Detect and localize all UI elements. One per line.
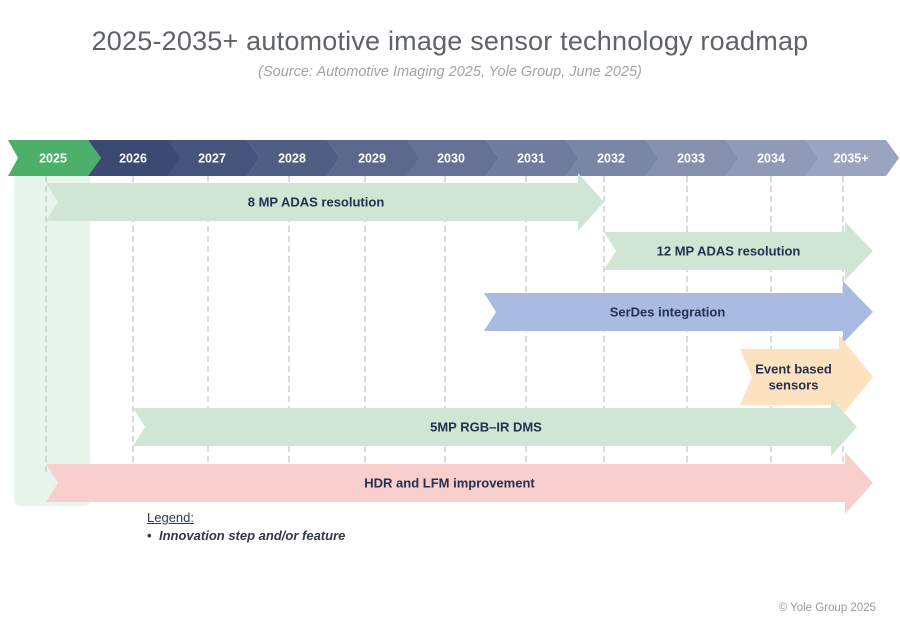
legend-bullet: • [147, 528, 152, 543]
year-chevron [566, 140, 659, 176]
year-label: 2025 [39, 152, 67, 166]
year-chevron [327, 140, 420, 176]
year-label: 2034 [757, 152, 785, 166]
source-subtitle: (Source: Automotive Imaging 2025, Yole G… [258, 64, 642, 80]
feature-label: 12 MP ADAS resolution [657, 244, 801, 259]
year-label: 2027 [198, 152, 226, 166]
legend: Legend: • Innovation step and/or feature [147, 510, 345, 543]
feature-arrow [46, 173, 604, 231]
year-chevron [486, 140, 579, 176]
year-chevron [646, 140, 739, 176]
feature-label: HDR and LFM improvement [364, 476, 535, 491]
legend-item: • Innovation step and/or feature [147, 528, 345, 543]
year-label: 2030 [437, 152, 465, 166]
feature-arrow [133, 398, 857, 456]
feature-label: 8 MP ADAS resolution [248, 195, 385, 210]
year-label: 2031 [517, 152, 545, 166]
feature-arrow [604, 222, 873, 280]
feature-label: SerDes integration [610, 305, 726, 320]
current-year-highlight [14, 172, 90, 506]
year-chevron [88, 140, 181, 176]
year-chevron [806, 140, 899, 176]
feature-arrow [484, 281, 873, 343]
year-label: 2026 [119, 152, 147, 166]
year-label: 2035+ [833, 152, 868, 166]
roadmap-title: 2025-2035+ automotive image sensor techn… [91, 26, 809, 56]
year-chevron [167, 140, 260, 176]
feature-label: 5MP RGB–IR DMS [430, 420, 542, 435]
copyright: © Yole Group 2025 [778, 602, 876, 614]
legend-item-label: Innovation step and/or feature [159, 528, 346, 543]
year-label: 2033 [677, 152, 705, 166]
year-label: 2032 [597, 152, 625, 166]
year-chevron [247, 140, 340, 176]
legend-title: Legend: [147, 510, 194, 525]
feature-arrow [740, 335, 873, 419]
year-chevron [726, 140, 819, 176]
year-chevron [406, 140, 499, 176]
year-label: 2029 [358, 152, 386, 166]
year-label: 2028 [278, 152, 306, 166]
year-chevron [8, 140, 101, 176]
feature-arrow [46, 452, 873, 514]
